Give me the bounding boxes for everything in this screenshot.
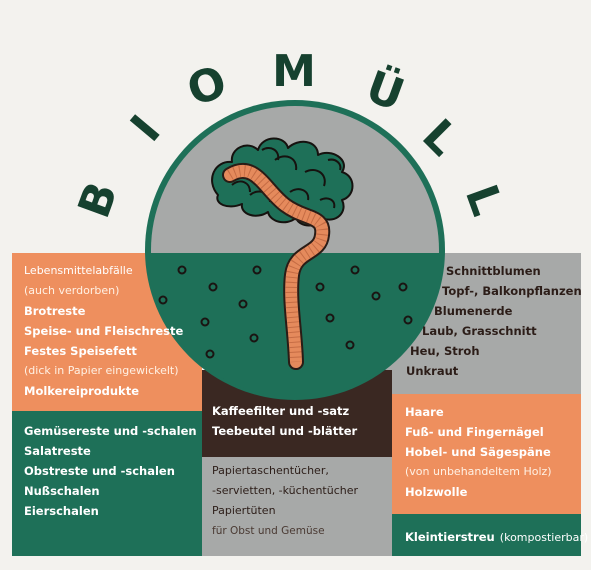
- list-item: Topf-, Balkonpflanzen: [442, 284, 582, 298]
- list-item: Schnittblumen: [446, 264, 541, 278]
- list-item: Teebeutel und -blätter: [212, 424, 358, 438]
- kleintier-label-row: Kleintierstreu (kompostierbar): [405, 526, 588, 548]
- list-item: Unkraut: [406, 364, 459, 378]
- list-item: Salatreste: [24, 444, 91, 458]
- list-center: Kaffeefilter und -satz Teebeutel und -bl…: [212, 401, 390, 441]
- panel-kleintier: [392, 514, 581, 556]
- list-item: Hobel- und Sägespäne: [405, 445, 551, 459]
- list-item: Blumenerde: [434, 304, 513, 318]
- list-item: (von unbehandeltem Holz): [405, 465, 552, 478]
- earthworm-icon: [222, 162, 331, 370]
- list-item: Fuß- und Fingernägel: [405, 425, 544, 439]
- list-item: Molkereiprodukte: [24, 384, 140, 398]
- list-right-orange: Haare Fuß- und Fingernägel Hobel- und Sä…: [405, 402, 580, 502]
- list-item: Obstreste und -schalen: [24, 464, 175, 478]
- title-letter-i: I: [121, 106, 171, 151]
- list-item: Haare: [405, 405, 444, 419]
- list-top-right: Schnittblumen Topf-, Balkonpflanzen Blum…: [400, 261, 582, 381]
- panel-bottom-left: [12, 411, 202, 556]
- kleintier-label: Kleintierstreu: [405, 530, 495, 544]
- soil-particles: [158, 265, 413, 359]
- list-bottom-left: Gemüsereste und -schalen Salatreste Obst…: [24, 421, 199, 521]
- list-item: -servietten, -küchentücher: [212, 484, 359, 497]
- panel-bottom-center: [202, 457, 392, 556]
- list-item: für Obst und Gemüse: [212, 525, 325, 537]
- list-item: Gemüsereste und -schalen: [24, 424, 197, 438]
- title-letter-l2: L: [455, 178, 513, 222]
- list-item: Festes Speisefett: [24, 344, 137, 358]
- list-item: Lebensmittelabfälle: [24, 264, 133, 277]
- title-letter-ue: Ü: [359, 59, 411, 121]
- list-item: (auch verdorben): [24, 284, 120, 297]
- list-item: Kaffeefilter und -satz: [212, 404, 350, 418]
- title-letter-m: M: [272, 46, 316, 97]
- list-item: Nußschalen: [24, 484, 100, 498]
- list-item: Speise- und Fleischreste: [24, 324, 184, 338]
- title-letter-o: O: [181, 56, 234, 117]
- title-letter-l1: L: [412, 110, 468, 166]
- title-letter-b: B: [69, 176, 128, 225]
- list-top-left: Lebensmittelabfälle (auch verdorben) Bro…: [24, 261, 199, 401]
- list-item: Brotreste: [24, 304, 86, 318]
- list-item: (dick in Papier eingewickelt): [24, 364, 179, 377]
- list-item: Heu, Stroh: [410, 344, 480, 358]
- list-bottom-center: Papiertaschentücher, -servietten, -küche…: [212, 461, 390, 541]
- list-item: Papiertaschentücher,: [212, 464, 329, 477]
- kleintier-suffix: (kompostierbar): [499, 531, 589, 544]
- list-item: Holzwolle: [405, 485, 468, 499]
- list-item: Papiertüten: [212, 504, 276, 517]
- panel-right-orange: [392, 394, 581, 514]
- list-item: Eierschalen: [24, 504, 99, 518]
- list-item: Laub, Grasschnitt: [422, 324, 537, 338]
